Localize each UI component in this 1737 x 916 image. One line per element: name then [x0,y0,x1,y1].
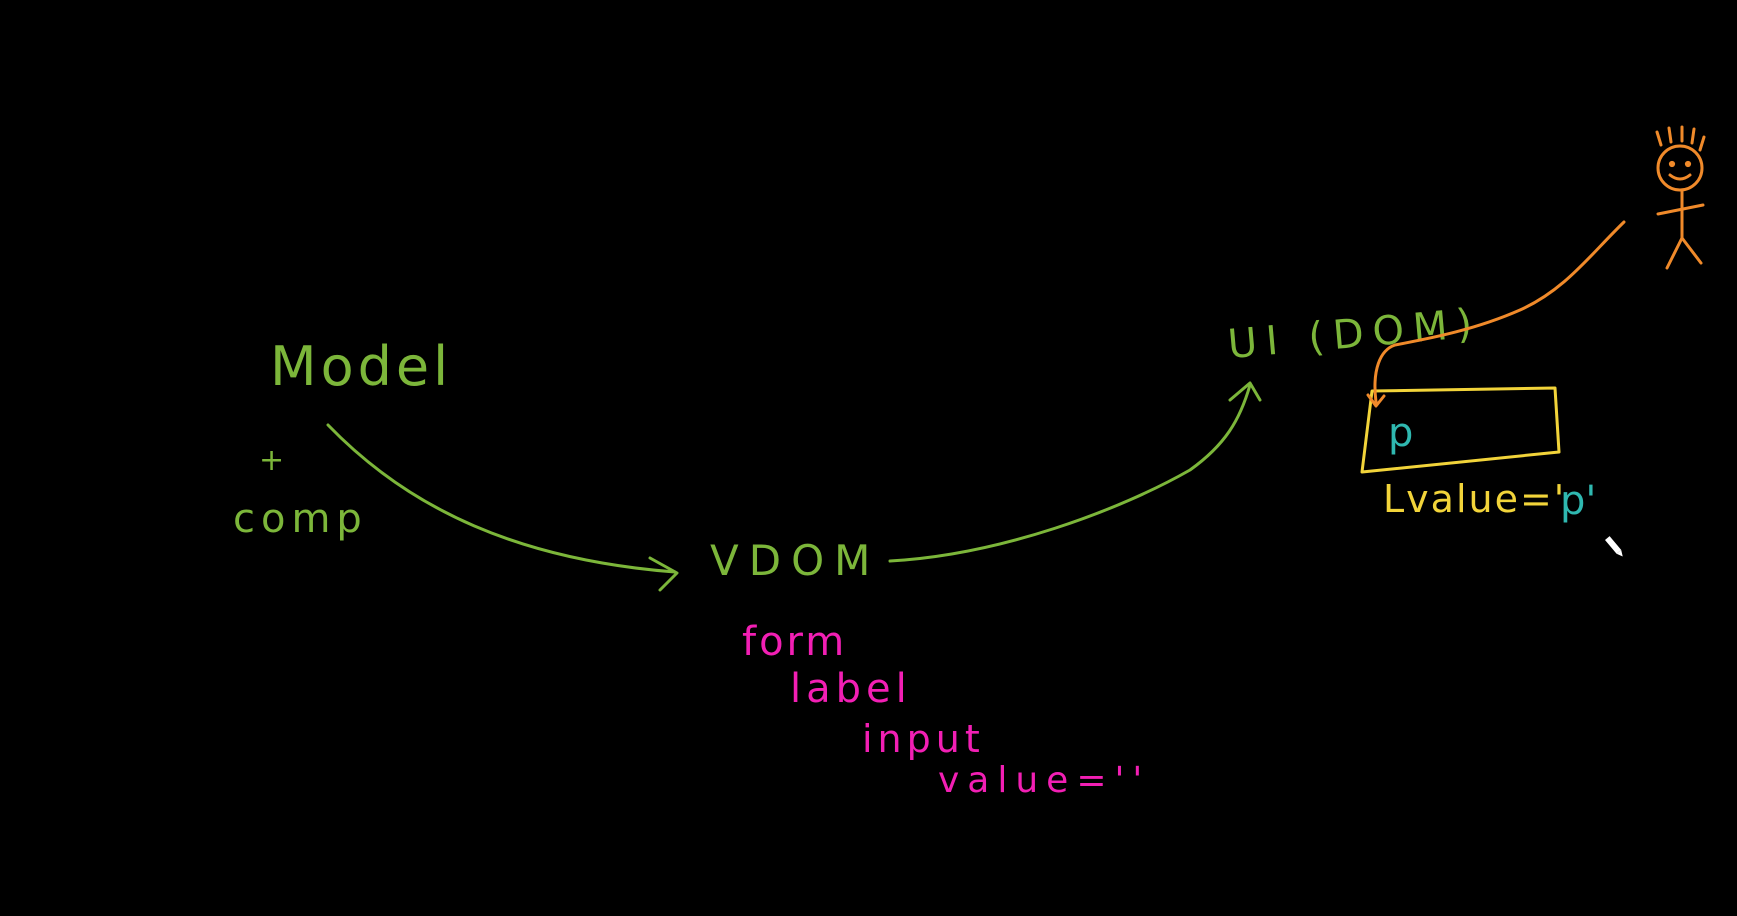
input-box [1360,386,1561,474]
stick-figure-icon [1655,125,1706,270]
vdom-to-ui-arrowhead [1228,381,1262,402]
model-to-vdom-arrowhead [648,556,679,592]
label-label: label [790,666,912,712]
user-input-arrow [1373,220,1626,404]
model-label: Model [270,335,452,398]
comp-label: comp [233,496,368,542]
input-label: input [862,717,985,761]
vdom-label: VDOM [710,536,880,585]
form-label: form [742,619,847,665]
value-empty-label: value='' [938,760,1150,801]
value-prefix-label: Lvalue=' [1383,477,1566,521]
pen-cursor-icon [1605,536,1623,557]
model-to-vdom-arrow [326,423,677,574]
box-text: p [1388,410,1413,456]
user-input-arrowhead [1366,393,1386,408]
vdom-to-ui-arrow [888,383,1252,563]
plus-label: + [259,443,284,478]
value-p-label: p' [1560,478,1596,524]
